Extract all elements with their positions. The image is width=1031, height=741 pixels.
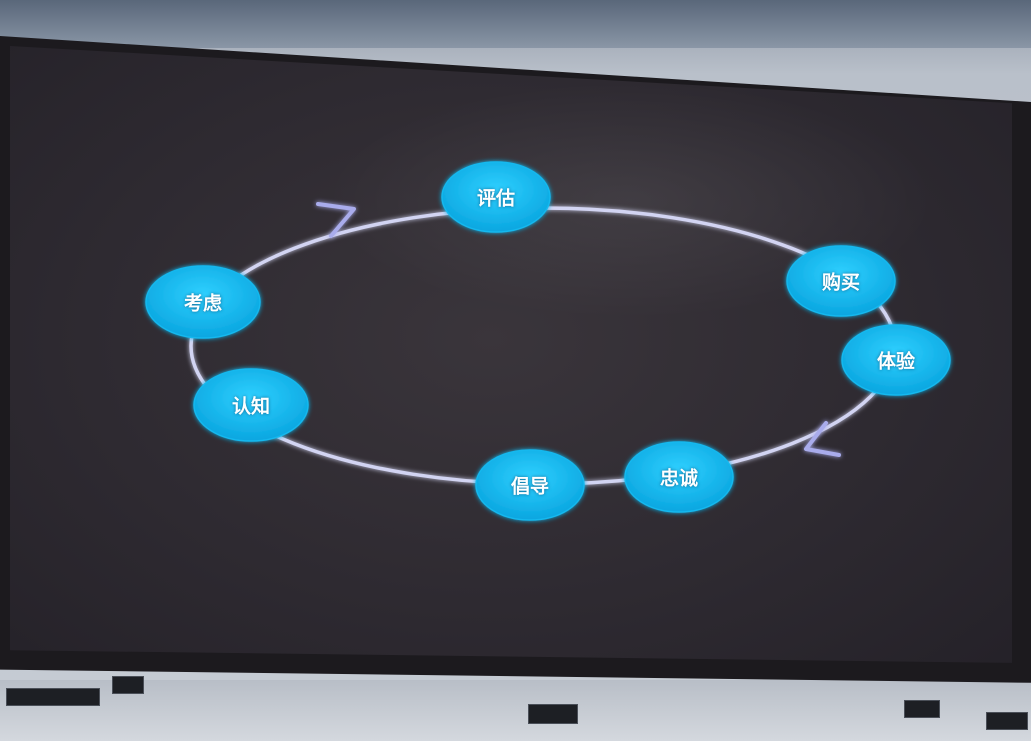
wall-socket-small [112,676,144,694]
stage-node-advocacy [475,449,585,521]
cycle-ring [189,206,897,486]
stage-node-awareness [193,368,309,442]
stage-node-experience [841,324,951,396]
wall-below-screen [0,680,1031,741]
stage-node-purchase [786,245,896,317]
stage-node-evaluate [441,161,551,233]
stage-label-awareness: 认知 [231,395,271,418]
stage-node-consider [145,265,261,339]
stage-node-loyalty [624,441,734,513]
wall-socket-right [904,700,940,718]
wall-socket-panel [6,688,100,706]
ceiling [0,0,1031,48]
arrow-clockwise-bottom [804,421,841,457]
stage-label-loyalty: 忠诚 [659,467,699,490]
stage-label-advocacy: 倡导 [510,475,550,498]
arrow-clockwise-top [316,202,356,238]
stage-label-purchase: 购买 [821,271,861,294]
stage-label-evaluate: 评估 [476,187,516,210]
wall-socket-far-right [986,712,1028,730]
stage-label-experience: 体验 [876,350,916,373]
wall-label-plate [528,704,578,724]
stage-nodes [145,161,951,521]
stage-label-consider: 考虑 [183,292,223,315]
